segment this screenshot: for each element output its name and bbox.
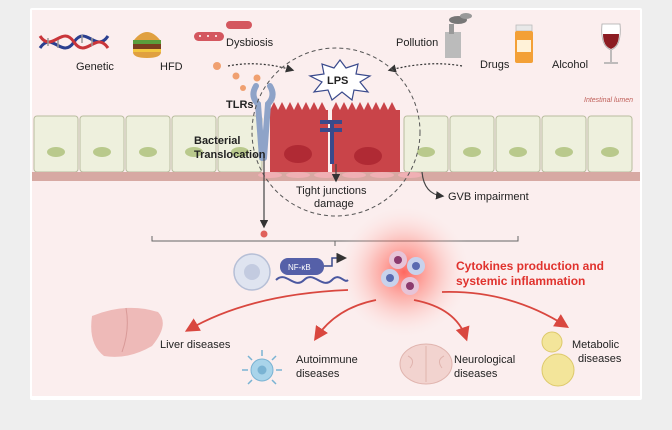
dysbiosis-label: Dysbiosis <box>226 37 274 49</box>
tight-junctions-label: Tight junctions <box>296 185 367 197</box>
cytokines-line2: systemic inflammation <box>456 274 585 288</box>
pill-bottle-icon <box>515 24 533 63</box>
wine-glass-icon <box>601 23 621 64</box>
intestinal-lumen-label: Intestinal lumen <box>584 97 633 104</box>
figure-frame: Genetic HFD Dysbiosis Pollution Drugs <box>30 8 642 400</box>
autoimmune-label-2: diseases <box>296 368 340 380</box>
metabolic-label-1: Metabolic <box>572 339 620 351</box>
hfd-label: HFD <box>160 61 183 73</box>
transcription-arrow <box>324 252 347 267</box>
pollution-label: Pollution <box>396 37 438 49</box>
neurological-label-1: Neurological <box>454 354 515 366</box>
nfkb-label: NF-κB <box>288 263 311 272</box>
dna-icon <box>38 34 110 50</box>
liver-label: Liver diseases <box>160 339 231 351</box>
dna-strand-icon <box>275 276 349 284</box>
bacterial-label: Bacterial <box>194 135 240 147</box>
dysbiosis-arrow <box>227 63 295 73</box>
autoimmune-cell-icon <box>242 350 282 385</box>
inflammation-glow <box>334 202 474 342</box>
immune-cell-icon <box>233 253 271 291</box>
alcohol-label: Alcohol <box>552 59 588 71</box>
pollution-arrow <box>387 63 463 73</box>
arrow-to-autoimmune <box>314 299 377 341</box>
arrow-to-liver <box>184 289 349 332</box>
genetic-label: Genetic <box>76 61 114 73</box>
fat-cells-icon <box>541 331 575 387</box>
damaged-cells <box>270 102 400 172</box>
neurological-label-2: diseases <box>454 368 498 380</box>
lesion-dashed-circle <box>251 47 421 217</box>
epithelium-left <box>33 115 263 173</box>
factory-icon <box>445 13 472 58</box>
tlrs-label: TLRs <box>226 99 254 111</box>
cytokine-cells-icon <box>381 251 425 295</box>
burger-icon <box>133 32 161 58</box>
tight-junction-icon <box>320 120 342 164</box>
arrow-to-neurological <box>413 299 470 342</box>
lps-starburst-icon <box>308 59 372 102</box>
translocation-label: Translocation <box>194 149 266 161</box>
drugs-label: Drugs <box>480 59 510 71</box>
gut-inflammation-diagram: Genetic HFD Dysbiosis Pollution Drugs <box>32 10 640 396</box>
tight-junctions-damage-label: damage <box>314 198 354 210</box>
nfkb-box <box>280 258 324 275</box>
brain-icon <box>399 343 453 385</box>
lps-label: LPS <box>327 75 348 87</box>
liver-icon <box>91 307 163 357</box>
autoimmune-label-1: Autoimmune <box>296 354 358 366</box>
bacteria-dots <box>213 62 261 91</box>
bracket-line <box>151 236 519 246</box>
gvb-label: GVB impairment <box>448 191 529 203</box>
tlr-receptor-icon <box>250 83 276 161</box>
gvb-arrow <box>421 171 445 200</box>
metabolic-label-2: diseases <box>578 353 622 365</box>
cytokines-line1: Cytokines production and <box>456 259 604 273</box>
epithelium-right <box>403 115 633 173</box>
translocated-bacterium-dot <box>260 230 268 238</box>
bacteria-icon <box>194 21 252 41</box>
arrow-to-metabolic <box>441 291 570 328</box>
